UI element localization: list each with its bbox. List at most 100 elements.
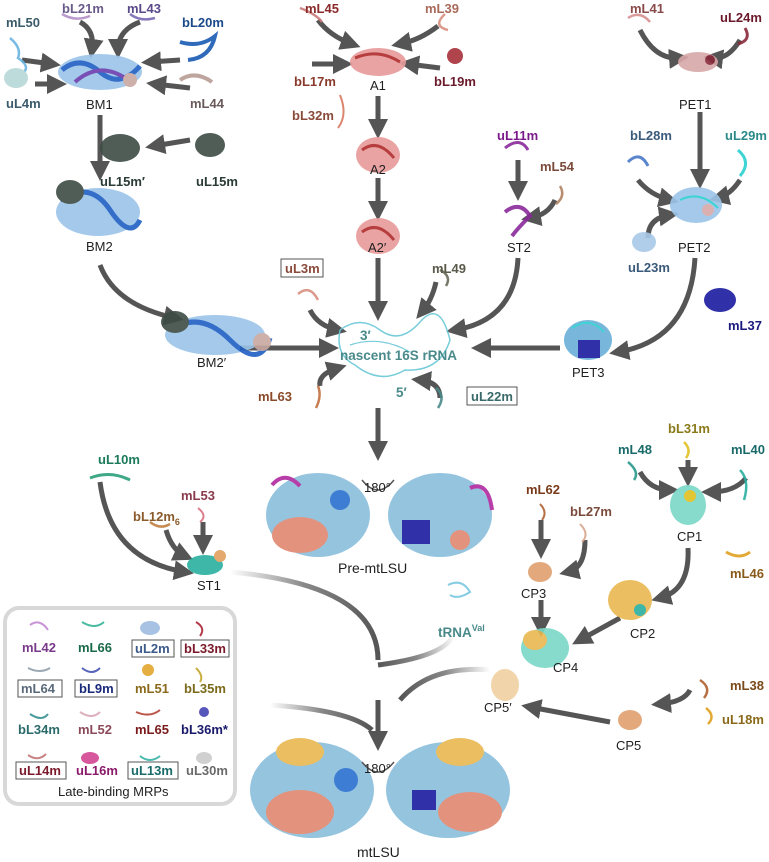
late-ml65: mL65 xyxy=(135,722,169,737)
module-cp4: CP4 xyxy=(553,660,578,675)
ml40-structure xyxy=(739,469,748,501)
arrow-ul24m-pet1 xyxy=(703,38,743,70)
module-a2p: A2′ xyxy=(368,240,387,255)
rrna-5prime: 5′ xyxy=(396,385,407,400)
ul29m-structure xyxy=(736,148,747,177)
label-ml40: mL40 xyxy=(731,442,765,457)
label-ml54: mL54 xyxy=(540,159,575,174)
label-ml37: mL37 xyxy=(728,318,762,333)
late-ul16m: uL16m xyxy=(76,763,118,778)
arrow-bl19m-a1 xyxy=(399,55,441,76)
label-ul3m: uL3m xyxy=(285,261,320,276)
bl32m-structure xyxy=(337,94,345,129)
module-labels: BM1 BM2 BM2′ A1 A2 A2′ PET1 PET2 PET3 ST… xyxy=(86,78,712,753)
ul22m-structure xyxy=(435,387,443,409)
label-bl12m-text: bL12m xyxy=(133,509,175,524)
ml37-structure xyxy=(704,288,736,312)
arrow-ml46-cp2 xyxy=(700,590,738,600)
pre-mtlsu-right-structure xyxy=(388,473,494,557)
late-bl36m: bL36m* xyxy=(181,722,229,737)
arrow-st1-mtlsu xyxy=(229,569,381,661)
ml38-structure xyxy=(699,678,709,699)
arrow-bl20m-bm1 xyxy=(141,51,181,72)
cp5p-structure xyxy=(491,669,519,701)
late-bl35m: bL35m xyxy=(184,681,226,696)
label-ml49: mL49 xyxy=(432,261,466,276)
pet2-structure xyxy=(670,187,722,223)
arrow-cp1-cp2 xyxy=(651,547,691,605)
arrow-ml54-st2 xyxy=(521,198,558,227)
pathway-arrows xyxy=(21,18,748,751)
pre-mtlsu-left-structure xyxy=(266,473,370,557)
label-ul11m: uL11m xyxy=(497,128,538,143)
late-bl9m-box xyxy=(74,679,118,698)
pet3-structure xyxy=(564,320,612,360)
ml63-structure xyxy=(314,385,321,409)
arrow-ul22m-rrna xyxy=(411,371,443,399)
trna-text: tRNA xyxy=(438,625,472,640)
arrow-trna-mtlsu xyxy=(377,627,458,668)
arrow-ml48-cp1 xyxy=(637,470,679,500)
label-ul15m: uL15m xyxy=(196,174,238,189)
arrow-ul3m-rrna xyxy=(307,308,347,338)
module-bm2: BM2 xyxy=(86,239,113,254)
ml49-structure xyxy=(439,268,450,287)
label-ul22m: uL22m xyxy=(471,389,513,404)
label-ml53: mL53 xyxy=(181,488,215,503)
arrow-ml50-bm1 xyxy=(21,52,61,73)
ul15mp-structure xyxy=(100,134,140,162)
arrow-cp5-cp5p xyxy=(521,699,611,725)
trna-label: tRNAVal xyxy=(438,623,485,640)
nascent-rrna-structure xyxy=(338,313,451,378)
late-bl33m: bL33m xyxy=(184,641,226,656)
rotation-label-top: 180° xyxy=(364,480,391,495)
label-ml41: mL41 xyxy=(630,1,664,16)
arrow-bl27m-cp3 xyxy=(559,539,588,580)
arrow-ul15m-bm2 xyxy=(145,134,191,155)
label-bl27m: bL27m xyxy=(570,504,612,519)
module-cp5: CP5 xyxy=(616,738,641,753)
late-ul30m: uL30m xyxy=(186,763,228,778)
module-cp3: CP3 xyxy=(521,586,546,601)
ml53-structure xyxy=(197,507,205,523)
arrow-uL18-cp5 xyxy=(651,688,693,714)
a1-structure xyxy=(350,48,406,76)
module-a1: A1 xyxy=(370,78,386,93)
module-pet3: PET3 xyxy=(572,365,605,380)
bl28m-structure xyxy=(626,155,650,167)
ml46-structure xyxy=(725,550,751,558)
bl27m-structure xyxy=(579,523,587,543)
rrna-nascent-label: nascent 16S rRNA xyxy=(340,348,457,363)
ul10m-structure xyxy=(89,473,131,482)
arrow-ml39-a1 xyxy=(391,24,440,52)
module-st2: ST2 xyxy=(507,240,531,255)
bl19m-structure xyxy=(447,48,463,64)
label-ml50: mL50 xyxy=(6,15,40,30)
module-st1: ST1 xyxy=(197,578,221,593)
late-ml66: mL66 xyxy=(78,640,112,655)
ul15m-structure xyxy=(195,133,225,157)
late-ul13m-box xyxy=(127,761,179,780)
ml45-structure xyxy=(299,6,323,23)
label-ml45: mL45 xyxy=(305,1,339,16)
ul18m-structure xyxy=(705,707,713,725)
late-ml64-box xyxy=(17,679,63,698)
label-ul15mp: uL15m′ xyxy=(100,174,145,189)
bl12m-structure xyxy=(149,520,171,528)
mtlsu-right-structure xyxy=(386,738,510,838)
bl20m-structure xyxy=(179,30,219,62)
arrow-pet2-pet3 xyxy=(609,257,698,361)
cp1-structure xyxy=(670,485,706,525)
label-ml62: mL62 xyxy=(526,482,560,497)
label-bl17m: bL17m xyxy=(294,74,336,89)
arrow-ml41-pet1 xyxy=(637,28,689,69)
label-ml63: mL63 xyxy=(258,389,292,404)
late-ul13m: uL13m xyxy=(131,763,173,778)
label-ml44: mL44 xyxy=(190,96,225,111)
module-bm1: BM1 xyxy=(86,97,113,112)
ul22m-box xyxy=(466,386,518,406)
ml44-structure xyxy=(178,73,214,84)
label-bl32m: bL32m xyxy=(292,108,334,123)
label-bl31m: bL31m xyxy=(668,421,710,436)
label-ul23m: uL23m xyxy=(628,260,670,275)
